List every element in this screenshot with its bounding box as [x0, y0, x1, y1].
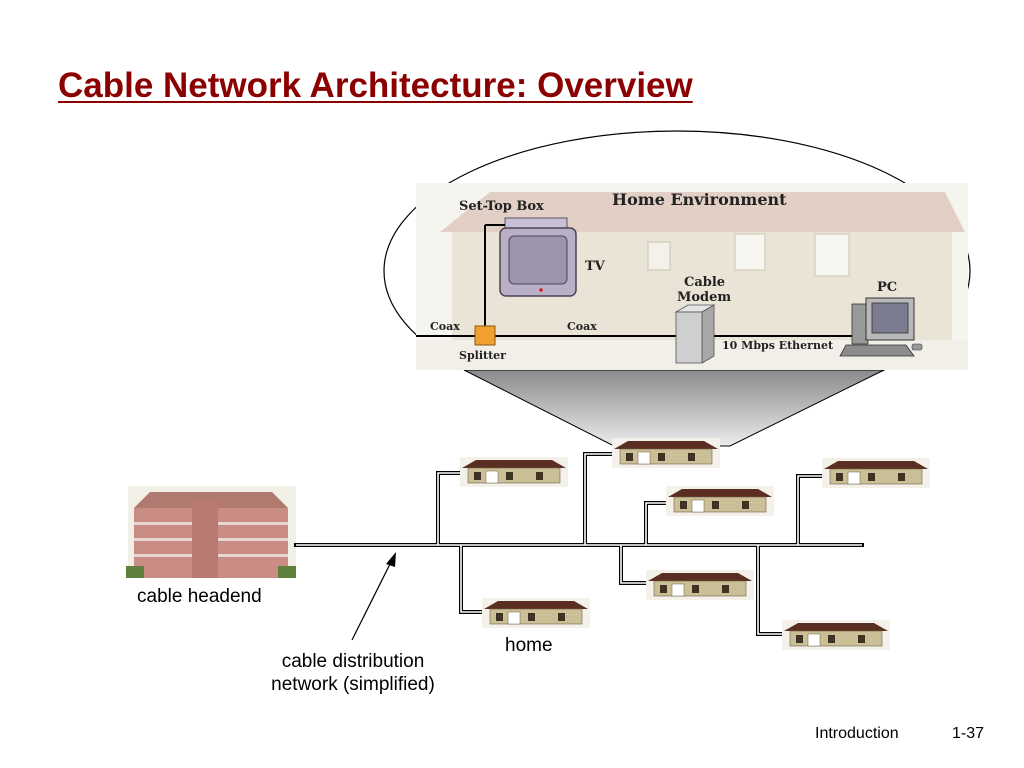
tv-icon — [499, 227, 577, 297]
cable-modem-label-line2: Modem — [677, 290, 731, 305]
home-environment-callout: Home Environment Set-Top Box TV Coax Coa… — [383, 130, 971, 447]
slide-title: Cable Network Architecture: Overview — [58, 66, 693, 105]
tv-label: TV — [585, 259, 606, 274]
footer-page-number: 1-37 — [952, 725, 985, 742]
home-icon — [782, 620, 890, 650]
coax-right-label: Coax — [567, 320, 597, 333]
cable-headend-label: cable headend — [137, 586, 262, 607]
distribution-network-label: cable distribution network (simplified) — [248, 650, 458, 696]
set-top-box-label: Set-Top Box — [459, 199, 544, 214]
cable-modem-label-line1: Cable — [684, 275, 725, 290]
homes-group — [460, 438, 930, 650]
splitter-icon — [474, 325, 496, 346]
home-environment-title: Home Environment — [612, 190, 787, 209]
splitter-label: Splitter — [459, 349, 506, 362]
set-top-box — [504, 217, 568, 229]
ethernet-label: 10 Mbps Ethernet — [722, 339, 834, 352]
cable-headend-building-icon — [126, 486, 296, 578]
network-pointer-arrow — [351, 552, 396, 641]
home-label: home — [505, 635, 553, 656]
home-icon — [460, 457, 568, 487]
home-icon — [822, 458, 930, 488]
distribution-label-line1: cable distribution — [281, 651, 425, 672]
home-environment-picture: Home Environment Set-Top Box TV Coax Coa… — [416, 183, 968, 370]
pc-label: PC — [877, 280, 897, 295]
home-icon — [646, 570, 754, 600]
distribution-label-line2: network (simplified) — [271, 674, 435, 695]
pc-icon — [839, 297, 923, 357]
footer-section: Introduction — [815, 725, 899, 742]
zoom-cone — [463, 369, 885, 447]
coax-left-label: Coax — [430, 320, 460, 333]
home-icon — [612, 438, 720, 468]
cable-modem-icon — [674, 304, 716, 364]
home-icon — [482, 598, 590, 628]
home-icon — [666, 486, 774, 516]
